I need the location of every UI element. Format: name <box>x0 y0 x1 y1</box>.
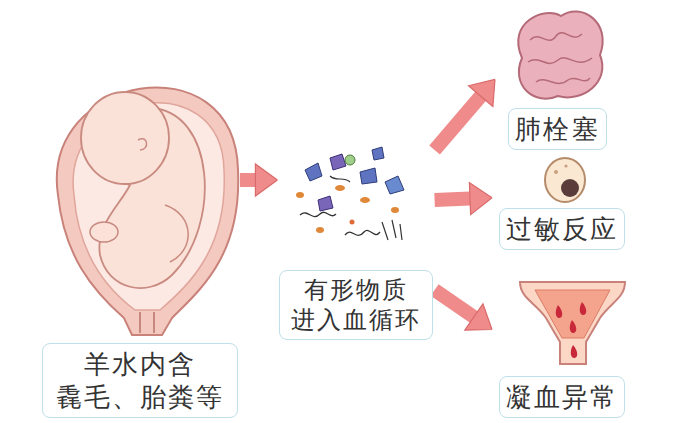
blood-drop <box>556 305 562 318</box>
lung-illustration <box>518 11 602 98</box>
particle <box>316 227 324 233</box>
fetus-head <box>81 92 169 184</box>
arrow-shaft <box>435 199 470 200</box>
illustrated-step: 羊水内含 毳毛、胎粪等 <box>40 68 240 418</box>
illustrated-step: 有形物质 进入血循环 <box>277 140 434 340</box>
step-label: 羊水内含 毳毛、胎粪等 <box>42 343 238 418</box>
cell-nucleus <box>561 179 579 197</box>
particle <box>391 207 399 213</box>
lung-folds <box>528 33 592 84</box>
illustrated-step: 凝血异常 <box>492 268 632 418</box>
hair-fiber <box>345 230 380 235</box>
blood-drop <box>571 345 577 358</box>
particle <box>350 220 355 225</box>
cervix-line <box>140 312 154 333</box>
cell-body <box>545 158 585 202</box>
arrow-shaft <box>435 96 481 150</box>
flow-arrow <box>435 79 495 150</box>
cell-granule <box>564 164 567 167</box>
hair-fiber <box>300 212 336 216</box>
flow-arrow <box>435 183 492 215</box>
particle <box>360 168 377 184</box>
uterus-inner <box>535 290 610 338</box>
blood-drop <box>580 302 586 315</box>
particles-illustration <box>296 147 404 240</box>
cell-granule <box>554 170 558 174</box>
fetus-hand <box>90 222 118 242</box>
arrow-shaft <box>435 290 474 317</box>
step-label: 有形物质 进入血循环 <box>279 270 432 340</box>
uterus-outline <box>520 282 625 364</box>
illustrated-step: 肺栓塞 <box>495 6 620 150</box>
arrow-shaft <box>240 173 255 187</box>
flow-arrow <box>240 164 277 196</box>
particle <box>360 197 370 203</box>
arrow-head <box>469 79 495 106</box>
arrow-head <box>255 164 277 196</box>
particle <box>372 147 384 160</box>
illustrated-step: 过敏反应 <box>492 155 632 250</box>
particle <box>305 163 322 181</box>
blood-drop <box>570 320 576 333</box>
flow-arrow <box>435 290 492 330</box>
arrow-head <box>465 304 492 330</box>
cell-illustration <box>545 158 585 202</box>
fetus-leg <box>165 205 188 262</box>
lung-shape <box>518 11 602 98</box>
uterus-wall <box>57 87 238 335</box>
hair-fiber <box>382 220 402 240</box>
arrow-head <box>469 183 492 215</box>
step-label: 肺栓塞 <box>508 108 606 151</box>
uterus-illustration <box>57 87 238 335</box>
fetus-ear <box>138 139 147 150</box>
particle <box>296 192 304 198</box>
step-label: 凝血异常 <box>499 376 625 419</box>
bleeding-uterus-illustration <box>520 282 625 364</box>
particle <box>330 154 346 170</box>
particle <box>385 176 404 194</box>
particle <box>345 155 355 165</box>
step-label: 过敏反应 <box>499 208 625 251</box>
hair-fiber <box>330 176 350 182</box>
particle <box>335 185 345 191</box>
particle <box>318 196 333 211</box>
